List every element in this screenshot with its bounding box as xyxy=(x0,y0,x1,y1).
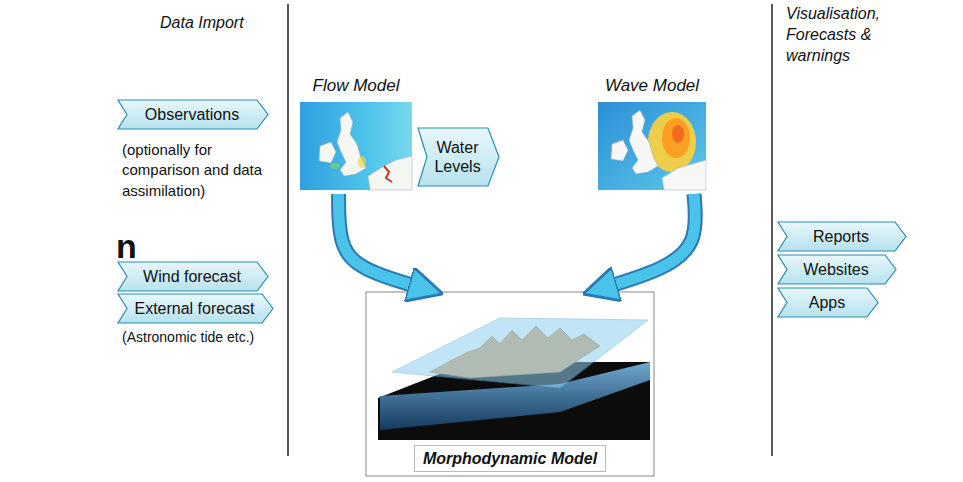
model-panel: Wave Model xyxy=(596,76,708,192)
morphodynamic-illustration xyxy=(366,292,654,476)
column-heading: Data Import xyxy=(160,12,280,34)
chevron-label: Water Levels xyxy=(433,138,483,176)
model-title: Flow Model xyxy=(298,76,414,96)
column-heading: Visualisation, Forecasts & warnings xyxy=(786,4,916,66)
flow-arrow xyxy=(339,194,430,290)
chevron-label: Observations xyxy=(145,105,239,124)
chevron-outline xyxy=(118,262,268,291)
output-chevron: Apps xyxy=(778,288,878,317)
arrow-outline xyxy=(339,194,430,290)
chevron-label: Websites xyxy=(803,260,869,279)
transfer-chevron: Water Levels xyxy=(418,128,499,186)
chevron-label: Apps xyxy=(809,293,845,312)
model-panel: Flow Model xyxy=(298,76,414,192)
model-title: Wave Model xyxy=(596,76,708,96)
output-chevron: Reports xyxy=(778,222,906,251)
input-chevron: Wind forecast xyxy=(118,262,268,291)
chevron-label: Wind forecast xyxy=(143,267,241,286)
model-panel: Morphodynamic Model xyxy=(366,292,654,476)
chevron-outline xyxy=(418,128,499,186)
chevron-label: Reports xyxy=(813,227,869,246)
text-fragment: n xyxy=(116,224,156,270)
wave-map xyxy=(598,102,706,190)
model-title: Morphodynamic Model xyxy=(414,445,606,472)
flow-arrow xyxy=(596,194,695,290)
note: (Astronomic tide etc.) xyxy=(122,328,254,347)
arrow-body xyxy=(339,194,430,290)
input-chevron: Observations xyxy=(118,100,268,129)
note: (optionally for comparison and data assi… xyxy=(122,140,272,201)
flow-map xyxy=(300,102,412,190)
chevron-outline xyxy=(778,222,906,251)
arrow-body xyxy=(596,194,695,290)
chevron-outline xyxy=(778,255,896,284)
chevron-outline xyxy=(118,294,273,323)
chevron-outline xyxy=(118,100,268,129)
column-divider xyxy=(771,4,773,456)
arrow-outline xyxy=(596,194,695,290)
column-divider xyxy=(287,4,289,456)
chevron-shape xyxy=(418,128,499,186)
output-chevron: Websites xyxy=(778,255,896,284)
chevron-label: External forecast xyxy=(134,299,254,318)
input-chevron: External forecast xyxy=(118,294,273,323)
chevron-outline xyxy=(778,288,878,317)
